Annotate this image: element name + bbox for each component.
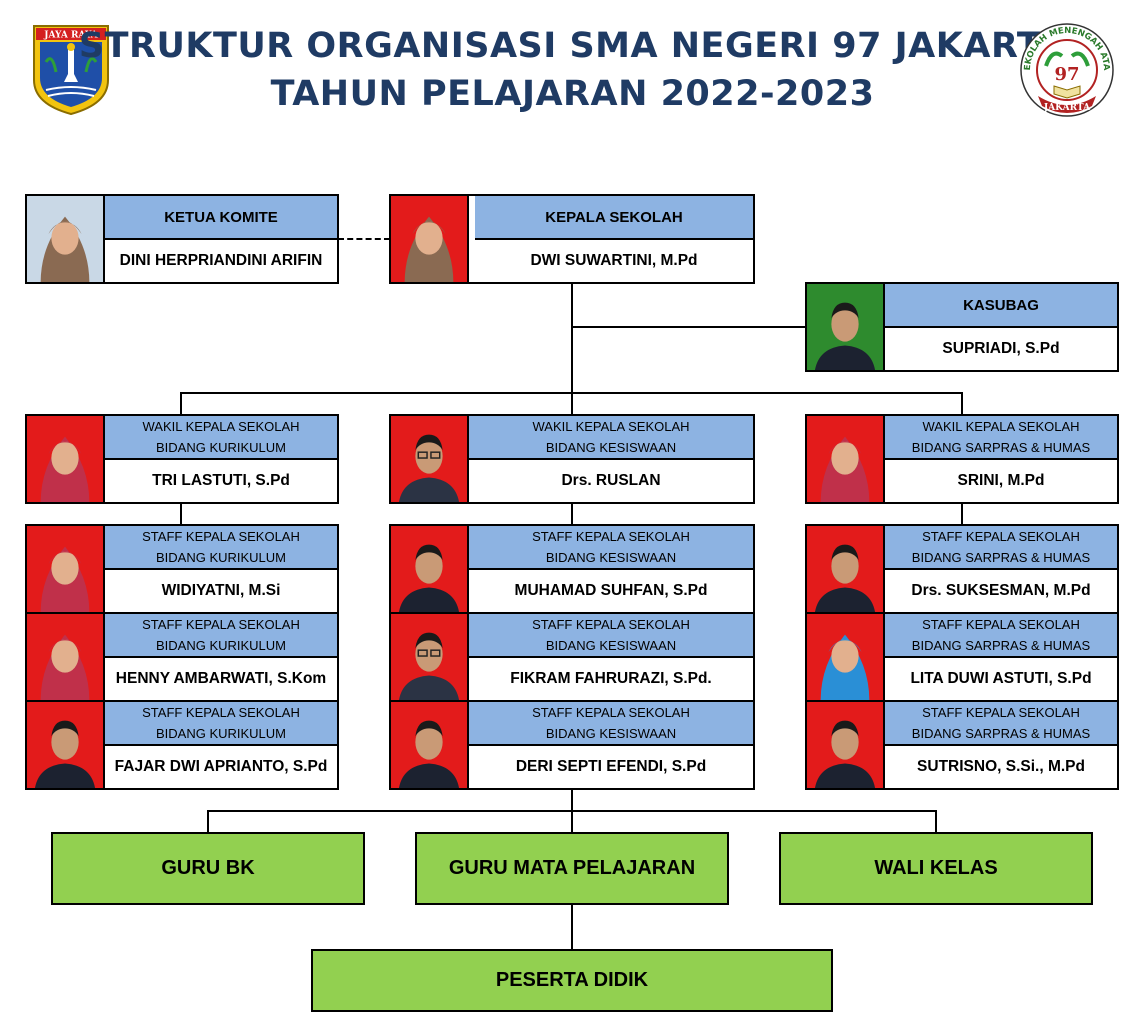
connector-line bbox=[571, 326, 807, 328]
role-label: KASUBAG bbox=[885, 284, 1117, 328]
person-name: WIDIYATNI, M.Si bbox=[161, 582, 281, 599]
person-photo bbox=[391, 614, 469, 700]
person-silhouette-icon bbox=[391, 196, 467, 282]
person-name: SRINI, M.Pd bbox=[957, 472, 1045, 489]
person-photo bbox=[27, 526, 105, 612]
person-photo bbox=[391, 526, 469, 612]
person-photo bbox=[807, 284, 885, 370]
person-silhouette-icon bbox=[27, 416, 103, 502]
person-photo bbox=[391, 196, 469, 282]
person-photo bbox=[807, 702, 885, 788]
person-name: LITA DUWI ASTUTI, S.Pd bbox=[910, 670, 1092, 687]
group-wali-kelas: WALI KELAS bbox=[779, 832, 1093, 905]
person-name: TRI LASTUTI, S.Pd bbox=[152, 472, 290, 489]
person-photo bbox=[27, 702, 105, 788]
person-silhouette-icon bbox=[807, 614, 883, 700]
person-silhouette-icon bbox=[27, 196, 103, 282]
logo-jaya-raya-text: JAYA RAYA bbox=[43, 31, 99, 41]
connector-line bbox=[935, 810, 937, 833]
person-name: SUTRISNO, S.Si., M.Pd bbox=[917, 758, 1085, 775]
person-silhouette-icon bbox=[27, 702, 103, 788]
connector-line bbox=[961, 392, 963, 416]
person-name: Drs. RUSLAN bbox=[561, 472, 661, 489]
person-photo bbox=[27, 614, 105, 700]
person-silhouette-icon bbox=[807, 284, 883, 370]
person-name: DINI HERPRIANDINI ARIFIN bbox=[119, 252, 323, 269]
person-silhouette-icon bbox=[807, 416, 883, 502]
person-name: FIKRAM FAHRURAZI, S.Pd. bbox=[510, 670, 712, 687]
role-label: KEPALA SEKOLAH bbox=[475, 196, 753, 240]
jakarta-emblem-icon: JAYA RAYA bbox=[30, 22, 112, 116]
connector-line bbox=[180, 392, 182, 416]
person-photo bbox=[807, 416, 885, 502]
connector-line bbox=[207, 810, 937, 812]
person-name: SUPRIADI, S.Pd bbox=[942, 340, 1060, 357]
connector-line bbox=[571, 392, 573, 416]
person-photo bbox=[27, 196, 105, 282]
card-ketua-komite: KETUA KOMITE DINI HERPRIANDINI ARIFIN bbox=[25, 194, 339, 284]
person-silhouette-icon bbox=[807, 526, 883, 612]
dashed-connector-line bbox=[338, 238, 390, 240]
person-photo bbox=[807, 614, 885, 700]
person-name: Drs. SUKSESMAN, M.Pd bbox=[911, 582, 1091, 599]
connector-line bbox=[571, 502, 573, 526]
person-silhouette-icon bbox=[807, 702, 883, 788]
connector-line bbox=[571, 903, 573, 950]
person-silhouette-icon bbox=[391, 702, 467, 788]
logo-city-text: JAKARTA bbox=[1043, 103, 1091, 113]
group-guru-mata-pelajaran: GURU MATA PELAJARAN bbox=[415, 832, 729, 905]
connector-line bbox=[180, 502, 182, 526]
person-silhouette-icon bbox=[391, 416, 467, 502]
card-kepala-sekolah: KEPALA SEKOLAH DWI SUWARTINI, M.Pd bbox=[389, 194, 755, 284]
person-name: FAJAR DWI APRIANTO, S.Pd bbox=[114, 758, 328, 775]
person-photo bbox=[391, 702, 469, 788]
connector-line bbox=[207, 810, 209, 833]
person-silhouette-icon bbox=[27, 614, 103, 700]
page-title: STRUKTUR ORGANISASI SMA NEGERI 97 JAKART… bbox=[78, 26, 1067, 66]
person-photo bbox=[391, 416, 469, 502]
card-kasubag: KASUBAG SUPRIADI, S.Pd bbox=[805, 282, 1119, 372]
person-silhouette-icon bbox=[391, 614, 467, 700]
person-photo bbox=[807, 526, 885, 612]
connector-line bbox=[961, 502, 963, 526]
page-subtitle: TAHUN PELAJARAN 2022-2023 bbox=[270, 74, 875, 114]
person-name: DWI SUWARTINI, M.Pd bbox=[530, 252, 698, 269]
group-guru-bk: GURU BK bbox=[51, 832, 365, 905]
group-peserta-didik: PESERTA DIDIK bbox=[311, 949, 833, 1012]
person-silhouette-icon bbox=[391, 526, 467, 612]
logo-number-text: 97 bbox=[1054, 64, 1079, 85]
connector-line bbox=[571, 283, 573, 393]
person-name: HENNY AMBARWATI, S.Kom bbox=[115, 670, 327, 687]
person-photo bbox=[27, 416, 105, 502]
person-silhouette-icon bbox=[27, 526, 103, 612]
person-name: DERI SEPTI EFENDI, S.Pd bbox=[515, 758, 707, 775]
role-label: KETUA KOMITE bbox=[105, 196, 337, 240]
person-name: MUHAMAD SUHFAN, S.Pd bbox=[514, 582, 708, 599]
school-emblem-icon: SEKOLAH MENENGAH ATAS 97 JAKARTA bbox=[1015, 15, 1116, 118]
